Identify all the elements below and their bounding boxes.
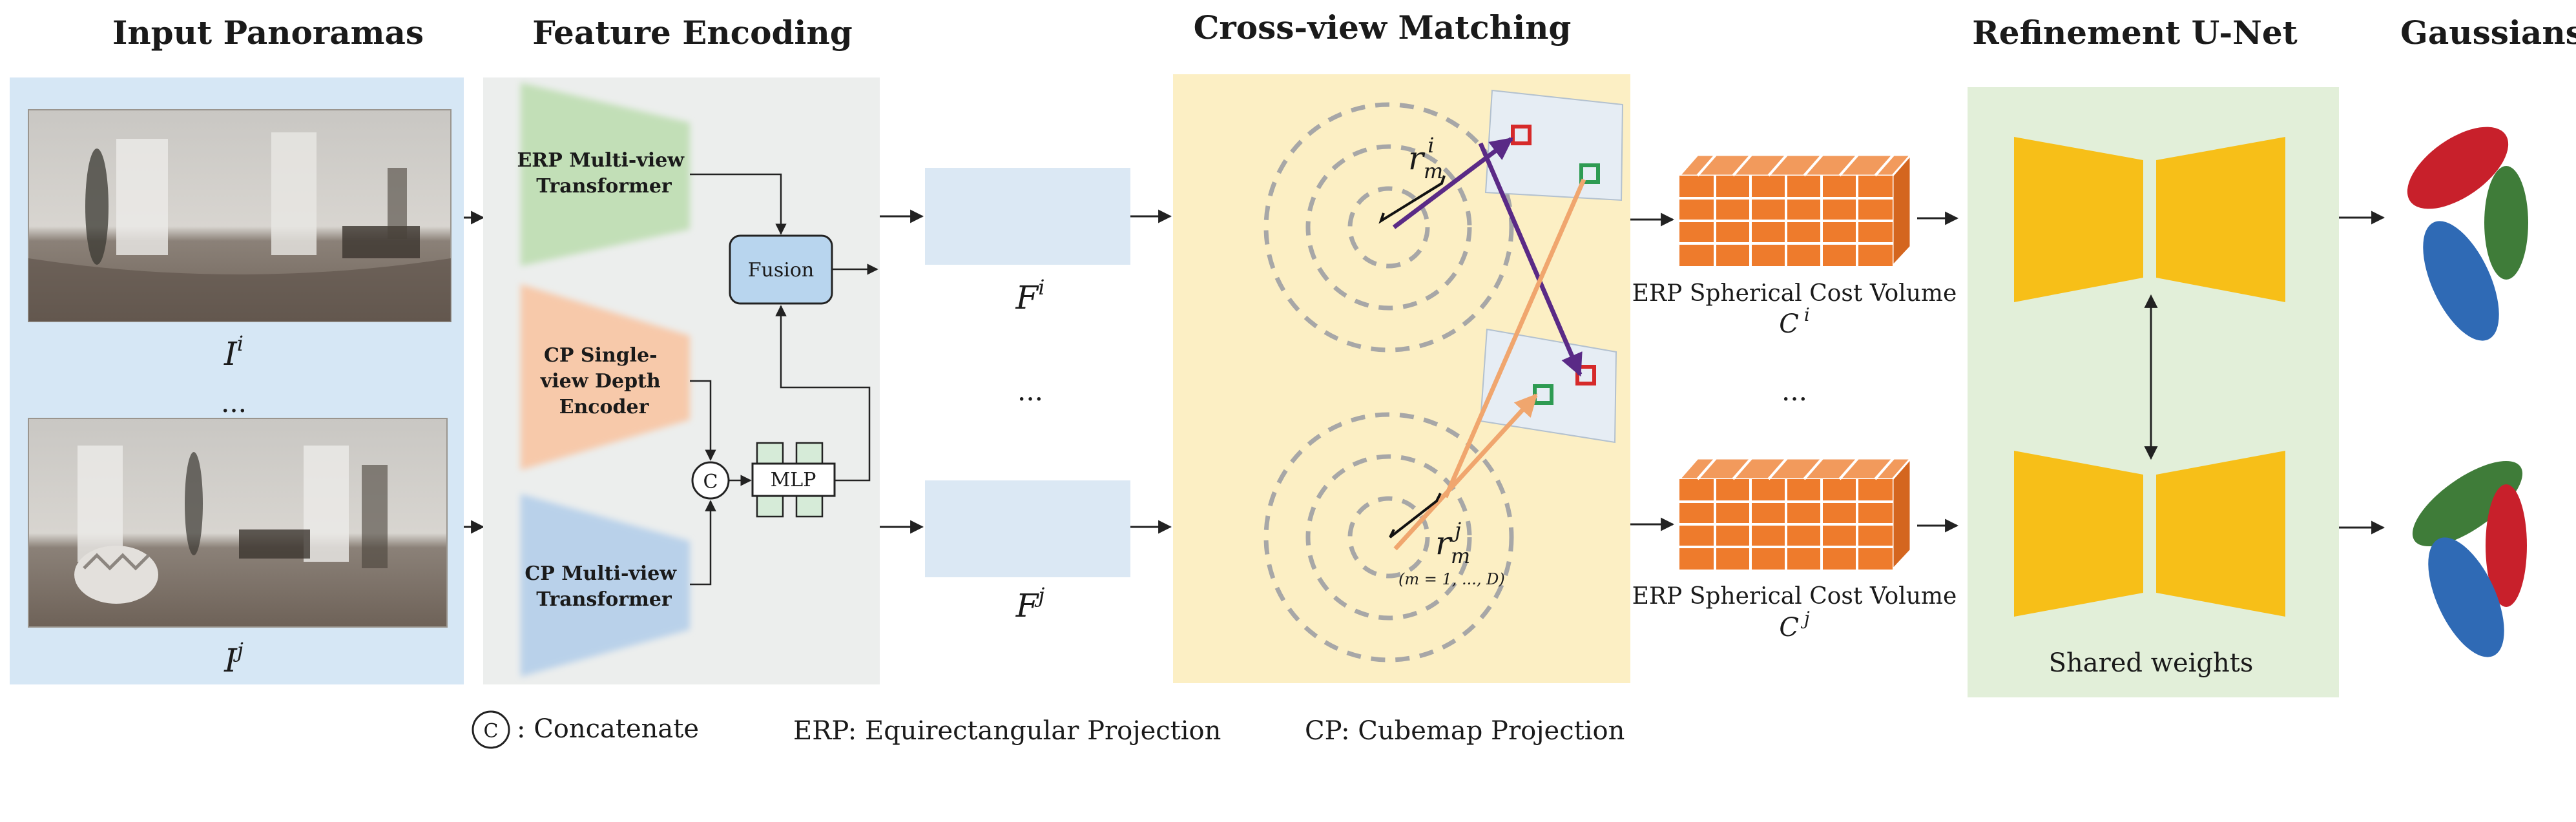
radius-bracket-bottom — [1389, 493, 1442, 539]
unet-encoder-top — [2014, 137, 2143, 302]
legend-concatenate: : Concatenate — [517, 714, 699, 744]
feature-label-bottom: Fj — [1015, 583, 1045, 624]
unet-decoder-top — [2156, 137, 2285, 302]
legend-erp: ERP: Equirectangular Projection — [793, 716, 1221, 746]
unet-encoder-bottom — [2014, 451, 2143, 617]
legend-concat-symbol — [472, 710, 510, 749]
ray-purple-top — [1392, 137, 1513, 229]
mlp-label: MLP — [771, 469, 816, 491]
header-input-panoramas: Input Panoramas — [112, 14, 424, 52]
cp-multiview-transformer-label: CP Multi-view Transformer — [525, 562, 683, 611]
cp-single-view-encoder-label: CP Single- view Depth Encoder — [540, 344, 667, 418]
header-cross-view-matching: Cross-view Matching — [1194, 8, 1572, 46]
panorama-image-bottom — [28, 418, 448, 628]
sphere-rings-top — [1263, 102, 1514, 353]
arrow-mlp-to-fusion — [775, 305, 871, 482]
feature-map-bottom — [925, 480, 1130, 577]
cost-volume-top — [1677, 152, 1913, 269]
image-label-top: Ii — [223, 331, 244, 373]
ray-orange-bottom — [1393, 393, 1538, 551]
cost-volume-ellipsis: ... — [1781, 375, 1807, 407]
shared-weights-label: Shared weights — [2049, 648, 2254, 678]
patch-marker-green-top — [1579, 163, 1600, 184]
image-label-bottom: Ij — [223, 638, 244, 679]
feature-ellipsis: ... — [1017, 375, 1043, 407]
cp-single-view-encoder-shape — [521, 284, 690, 470]
legend-concat-symbol-label: C — [484, 720, 499, 743]
concat-symbol-label: C — [703, 471, 718, 493]
panorama-image-top — [28, 109, 452, 322]
header-feature-encoding: Feature Encoding — [532, 14, 853, 52]
header-gaussians: Gaussians — [2400, 14, 2576, 52]
gaussian-group-bottom — [2412, 460, 2527, 657]
feature-label-top: Fi — [1015, 275, 1045, 316]
fusion-label: Fusion — [748, 259, 815, 282]
radius-bracket-top — [1378, 175, 1446, 224]
radius-label-top: rmi — [1408, 133, 1443, 183]
sphere-rings-bottom — [1263, 412, 1514, 663]
cost-volume-label-bottom: ERP Spherical Cost Volume — [1632, 583, 1957, 610]
patch-marker-red-top — [1511, 125, 1532, 145]
cp-multiview-transformer-shape — [521, 494, 690, 677]
erp-multiview-transformer-label: ERP Multi-view Transformer — [517, 149, 691, 198]
feature-map-top — [925, 168, 1130, 265]
image-ellipsis: ... — [221, 387, 247, 418]
depth-range-label: (m = 1, ..., D) — [1398, 570, 1505, 588]
arrow-cp-single-to-concat — [690, 380, 716, 461]
arrow-cp-multi-to-concat — [690, 500, 716, 586]
legend-cp: CP: Cubemap Projection — [1305, 716, 1625, 746]
arrow-erp-to-fusion — [690, 173, 787, 235]
mlp-module — [751, 442, 836, 518]
gaussian-group-top — [2407, 127, 2528, 341]
cost-volume-bottom — [1677, 456, 1913, 572]
cost-volume-label-top: ERP Spherical Cost Volume — [1632, 280, 1957, 307]
header-refinement-unet: Refinement U-Net — [1972, 14, 2298, 52]
ray-purple-cross — [1478, 142, 1583, 377]
unet-decoder-bottom — [2156, 451, 2285, 617]
erp-multiview-transformer-shape — [521, 83, 690, 266]
ray-orange-to-top — [1443, 178, 1586, 498]
